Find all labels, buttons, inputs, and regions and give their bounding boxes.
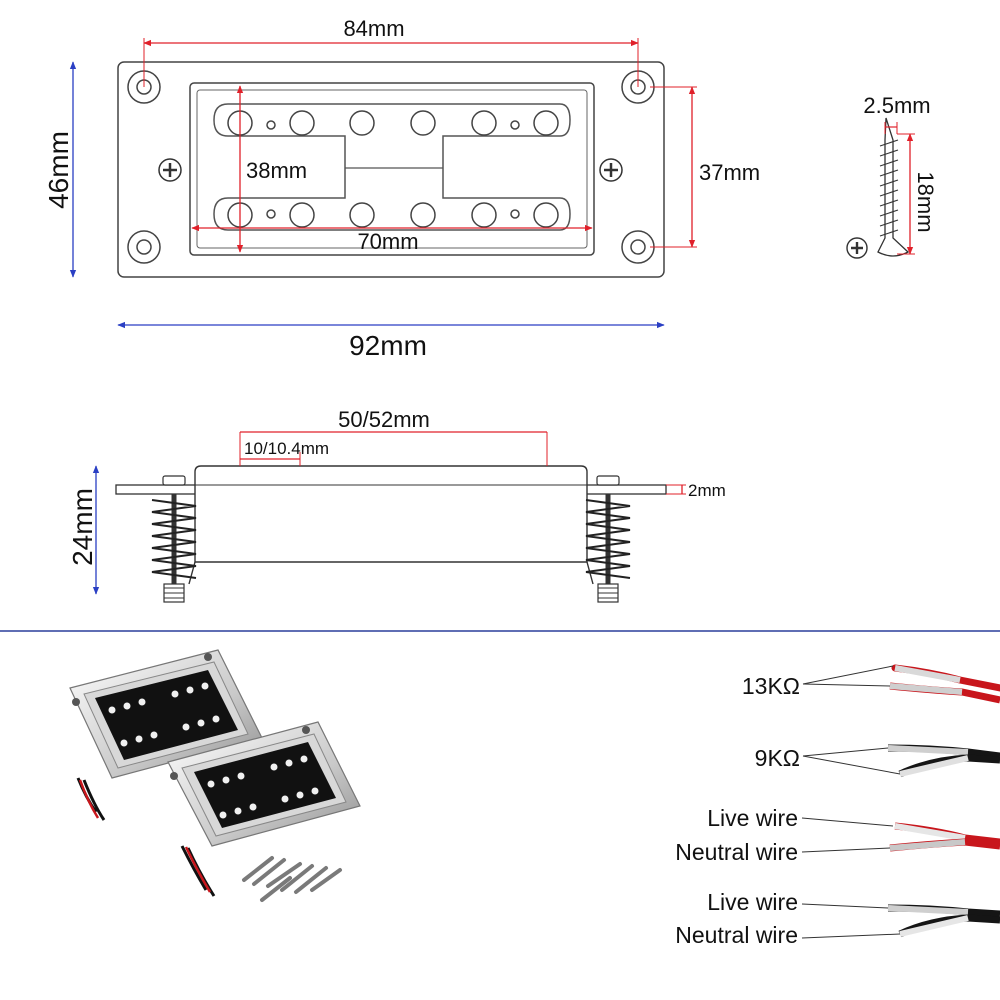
loose-screws — [242, 856, 342, 902]
dim-label-inner-width: 70mm — [357, 229, 418, 254]
label-set1-neutral-wire: Neutral wire — [675, 839, 798, 865]
screw-head-icon — [846, 237, 868, 259]
product-photo — [69, 649, 361, 902]
dim-label-pole-spacing: 10/10.4mm — [244, 439, 329, 458]
dim-label-outer-height: 46mm — [43, 131, 74, 209]
dim-label-screw-diameter: 2.5mm — [863, 93, 930, 118]
side-view: 50/52mm 10/10.4mm 2mm 24mm — [67, 407, 726, 603]
pickup-photo-2 — [167, 721, 361, 897]
dim-label-top-span: 50/52mm — [338, 407, 430, 432]
corner-hole-bottom-right — [621, 230, 655, 264]
screw-head-right-icon — [599, 158, 623, 182]
corner-hole-bottom-left — [127, 230, 161, 264]
label-resistance-13k: 13KΩ — [742, 673, 800, 699]
wiring-legend: 13KΩ 9KΩ Live wire Neutral wire Live wir… — [675, 664, 1000, 948]
dim-label-hole-vertical: 37mm — [699, 160, 760, 185]
side-cover — [194, 465, 588, 563]
spring-left — [151, 475, 197, 603]
label-set1-live-wire: Live wire — [707, 805, 798, 831]
dim-label-side-height: 24mm — [67, 488, 98, 566]
screw-head-left-icon — [158, 158, 182, 182]
dim-label-hole-span: 84mm — [343, 16, 404, 41]
dim-label-screw-length: 18mm — [913, 171, 938, 232]
mounting-screw: 2.5mm 18mm — [846, 93, 938, 259]
dim-label-inner-height: 38mm — [246, 158, 307, 183]
pickup-cover-inner — [196, 89, 588, 249]
pole-pieces-bottom — [227, 202, 559, 228]
dim-label-plate-thickness: 2mm — [688, 481, 726, 500]
spring-right — [585, 475, 631, 603]
label-set2-live-wire: Live wire — [707, 889, 798, 915]
top-view: 84mm 37mm 38mm 70mm 46mm 92mm — [43, 16, 760, 361]
label-set2-neutral-wire: Neutral wire — [675, 922, 798, 948]
pickup-photo-1 — [69, 649, 263, 821]
dim-label-outer-width: 92mm — [349, 330, 427, 361]
label-resistance-9k: 9KΩ — [755, 745, 800, 771]
